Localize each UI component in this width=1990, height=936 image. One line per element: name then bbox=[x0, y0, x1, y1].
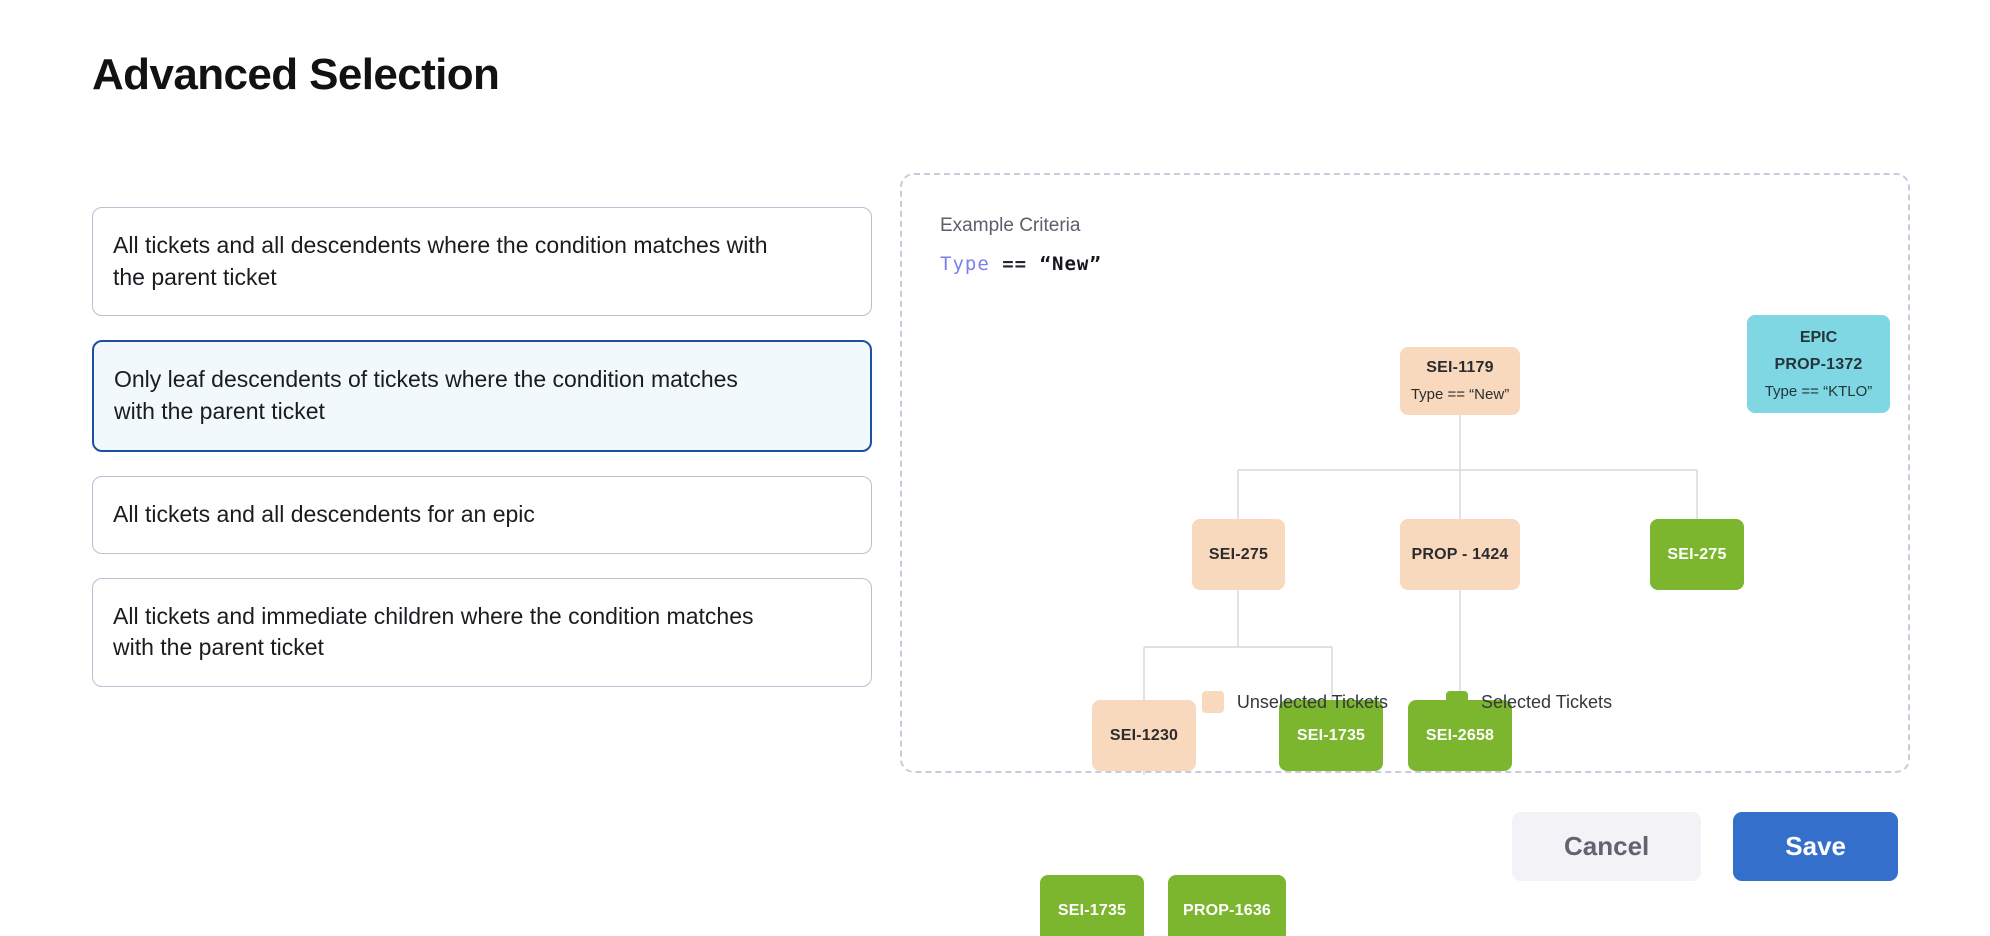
tree-node-id: SEI-275 bbox=[1667, 545, 1727, 563]
criteria-operator: == bbox=[1002, 253, 1028, 275]
tree-node-id: PROP - 1424 bbox=[1411, 545, 1509, 563]
tree-node-id: PROP-1636 bbox=[1182, 901, 1272, 919]
tree-node-id: SEI-2658 bbox=[1425, 726, 1495, 744]
selection-options-list: All tickets and all descendents where th… bbox=[92, 207, 872, 711]
legend-label: Unselected Tickets bbox=[1236, 691, 1388, 712]
tree-node-id: PROP-1372 bbox=[1774, 355, 1863, 373]
tree-node-id: SEI-1735 bbox=[1057, 901, 1127, 919]
tree-node-id: SEI-1230 bbox=[1109, 726, 1179, 744]
option-label: All tickets and all descendents for an e… bbox=[113, 500, 535, 527]
unselected-swatch-icon bbox=[1201, 691, 1224, 713]
tree-node-id: SEI-275 bbox=[1208, 545, 1269, 563]
tree-node-subtitle: Type == “New” bbox=[1410, 386, 1510, 403]
tree-node-sei-1735-b[interactable]: SEI-1735 bbox=[1040, 875, 1144, 936]
tree-node-sei-275-a[interactable]: SEI-275 bbox=[1192, 519, 1285, 590]
criteria-value: “New” bbox=[1039, 253, 1102, 275]
option-label: All tickets and all descendents where th… bbox=[113, 232, 768, 290]
tree-connectors bbox=[1143, 415, 1698, 775]
page-title: Advanced Selection bbox=[92, 50, 500, 99]
example-diagram-panel: Example Criteria Type == “New” bbox=[900, 173, 1912, 936]
tree-node-epic-prop-1372[interactable]: EPIC PROP-1372 Type == “KTLO” bbox=[1747, 315, 1890, 413]
option-label: Only leaf descendents of tickets where t… bbox=[114, 366, 738, 425]
option-card-all-descendents-epic[interactable]: All tickets and all descendents for an e… bbox=[92, 475, 872, 554]
ticket-tree: SEI-1179 Type == “New” EPIC PROP-1372 Ty… bbox=[902, 175, 1908, 936]
tree-node-epic-label: EPIC bbox=[1799, 328, 1838, 346]
diagram-legend: Unselected Tickets Selected Tickets bbox=[902, 691, 1912, 713]
selected-swatch-icon bbox=[1446, 691, 1468, 713]
cancel-button[interactable]: Cancel bbox=[1512, 812, 1702, 881]
tree-node-sei-2658[interactable]: SEI-2658 bbox=[1408, 700, 1512, 771]
option-card-immediate-children-condition[interactable]: All tickets and immediate children where… bbox=[92, 577, 872, 688]
tree-node-id: SEI-1735 bbox=[1296, 726, 1366, 744]
legend-label: Selected Tickets bbox=[1481, 691, 1613, 712]
tree-node-sei-275-b[interactable]: SEI-275 bbox=[1650, 519, 1744, 590]
legend-item-unselected: Unselected Tickets bbox=[1201, 691, 1388, 713]
save-button[interactable]: Save bbox=[1733, 812, 1898, 881]
criteria-expression: Type == “New” bbox=[940, 253, 1102, 275]
criteria-key: Type bbox=[940, 253, 990, 275]
legend-item-selected: Selected Tickets bbox=[1446, 691, 1612, 713]
dialog-footer: Cancel Save bbox=[1512, 812, 1898, 881]
tree-node-sei-1179[interactable]: SEI-1179 Type == “New” bbox=[1400, 347, 1520, 415]
option-label: All tickets and immediate children where… bbox=[113, 602, 754, 661]
tree-node-prop-1424[interactable]: PROP - 1424 bbox=[1400, 519, 1520, 590]
option-card-all-descendents-condition[interactable]: All tickets and all descendents where th… bbox=[92, 207, 872, 317]
tree-node-sei-1230[interactable]: SEI-1230 bbox=[1092, 700, 1196, 771]
tree-node-id: SEI-1179 bbox=[1426, 359, 1494, 376]
criteria-label: Example Criteria bbox=[940, 215, 1081, 236]
tree-node-prop-1636[interactable]: PROP-1636 bbox=[1168, 875, 1286, 936]
option-card-leaf-descendents-condition[interactable]: Only leaf descendents of tickets where t… bbox=[92, 340, 872, 452]
tree-node-sei-1735-a[interactable]: SEI-1735 bbox=[1279, 700, 1383, 771]
tree-node-subtitle: Type == “KTLO” bbox=[1764, 382, 1873, 400]
